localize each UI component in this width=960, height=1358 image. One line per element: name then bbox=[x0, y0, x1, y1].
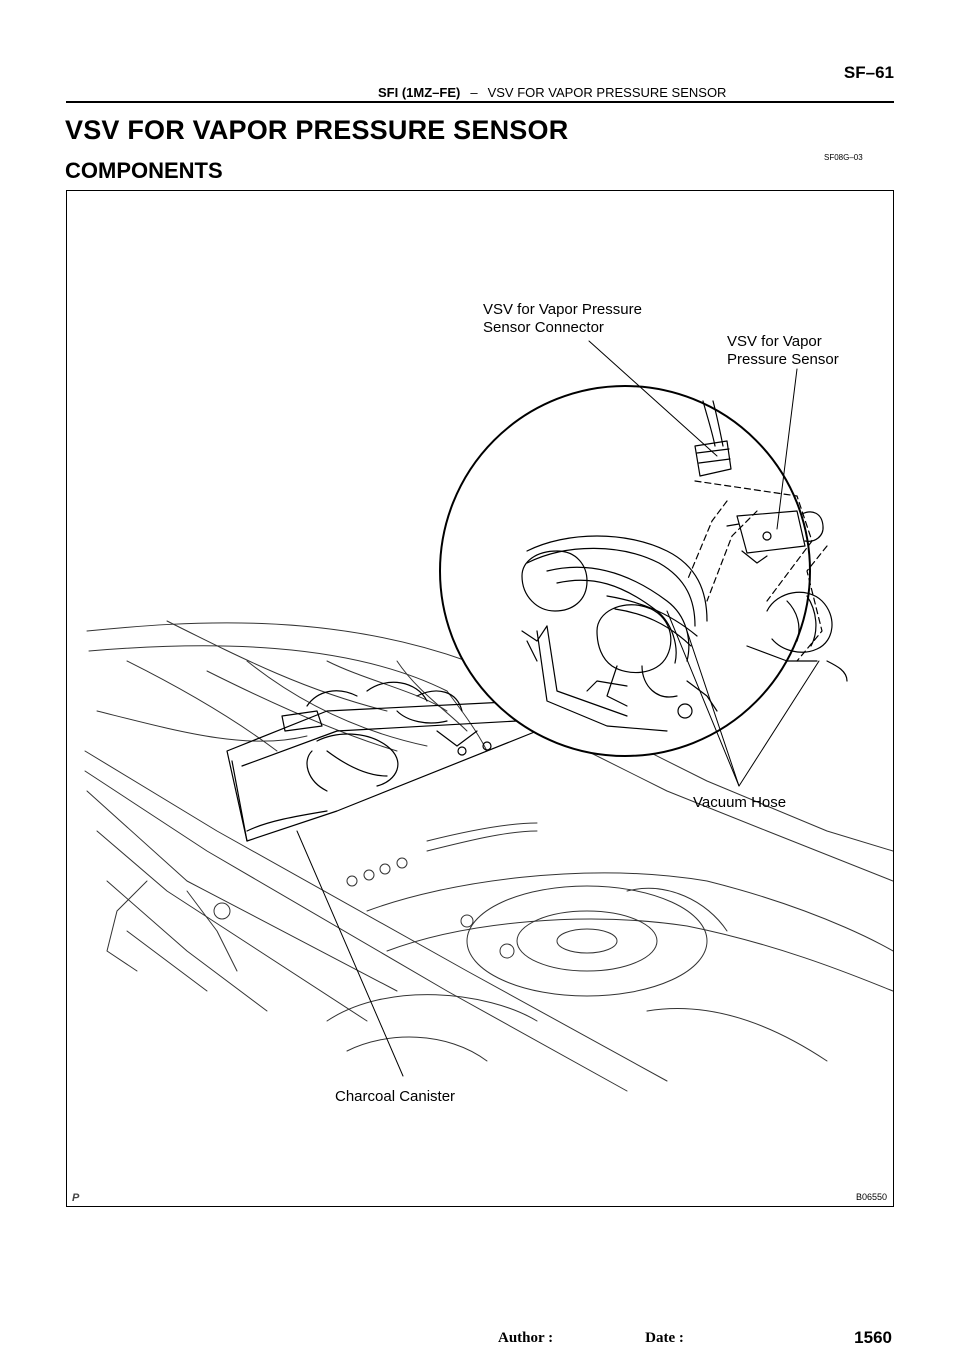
header-section: SFI (1MZ–FE) bbox=[378, 85, 461, 100]
callout-vacuum-hose: Vacuum Hose bbox=[693, 794, 787, 811]
callout-vsv-line1: VSV for Vapor bbox=[727, 333, 822, 350]
component-figure: VSV for Vapor Pressure Sensor Connector … bbox=[66, 190, 894, 1207]
leader-lines bbox=[296, 340, 820, 1077]
component-illustration bbox=[84, 340, 893, 1092]
header-dash: – bbox=[470, 85, 478, 100]
page-number: SF–61 bbox=[843, 63, 894, 82]
p-mark: P bbox=[72, 1192, 80, 1204]
callout-vsv-connector: VSV for Vapor Pressure Sensor Connector bbox=[483, 301, 642, 337]
footer-author-label: Author : bbox=[498, 1330, 554, 1346]
callout-vsv-connector-line2: Sensor Connector bbox=[483, 319, 604, 336]
doc-code: SF08G–03 bbox=[824, 153, 863, 162]
footer-page-number: 1560 bbox=[854, 1328, 892, 1347]
detail-zoom-circle bbox=[439, 385, 811, 757]
header-rule bbox=[66, 101, 894, 103]
charcoal-canister-drawing bbox=[226, 681, 538, 842]
callout-charcoal-canister: Charcoal Canister bbox=[335, 1088, 456, 1105]
running-header: SFI (1MZ–FE)–VSV FOR VAPOR PRESSURE SENS… bbox=[378, 85, 726, 100]
header-topic: VSV FOR VAPOR PRESSURE SENSOR bbox=[487, 85, 727, 100]
callout-vsv-connector-line1: VSV for Vapor Pressure bbox=[483, 301, 642, 318]
footer-date-label: Date : bbox=[645, 1330, 684, 1346]
callout-vsv: VSV for Vapor Pressure Sensor bbox=[727, 333, 839, 369]
vehicle-underbody bbox=[84, 620, 893, 1092]
detail-vsv-assembly bbox=[521, 400, 848, 732]
callout-vsv-line2: Pressure Sensor bbox=[727, 351, 839, 368]
footer: Author : Date : bbox=[498, 1330, 684, 1347]
section-subtitle: COMPONENTS bbox=[65, 158, 223, 183]
page-title: VSV FOR VAPOR PRESSURE SENSOR bbox=[65, 115, 569, 145]
figure-id: B06550 bbox=[855, 1192, 887, 1202]
